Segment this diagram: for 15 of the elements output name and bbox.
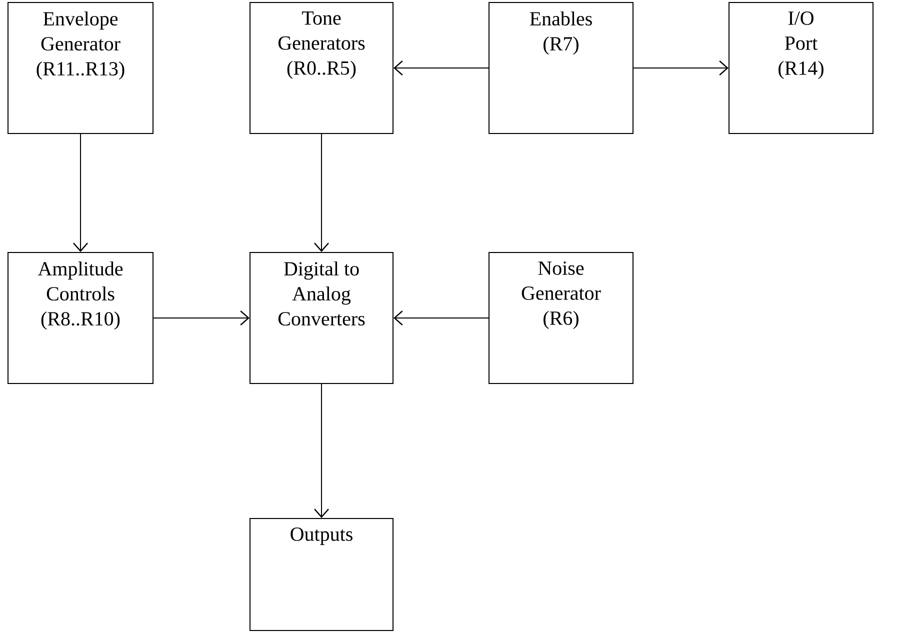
block-box: Noise Generator (R6) [488,252,634,384]
arrow [394,310,489,326]
block-box: Envelope Generator (R11..R13) [8,2,154,134]
arrow [73,134,88,252]
block-box: Amplitude Controls (R8..R10) [8,252,154,384]
arrow [314,383,329,518]
block-box: I/O Port (R14) [728,2,874,134]
block-box: Enables (R7) [488,2,634,134]
block-box: Tone Generators (R0..R5) [250,2,394,134]
block-box: Outputs [250,518,394,631]
arrow [153,310,250,326]
block-box: Digital to Analog Converters [250,252,394,384]
arrow [394,60,489,76]
arrow [633,60,728,76]
arrow [314,134,329,252]
